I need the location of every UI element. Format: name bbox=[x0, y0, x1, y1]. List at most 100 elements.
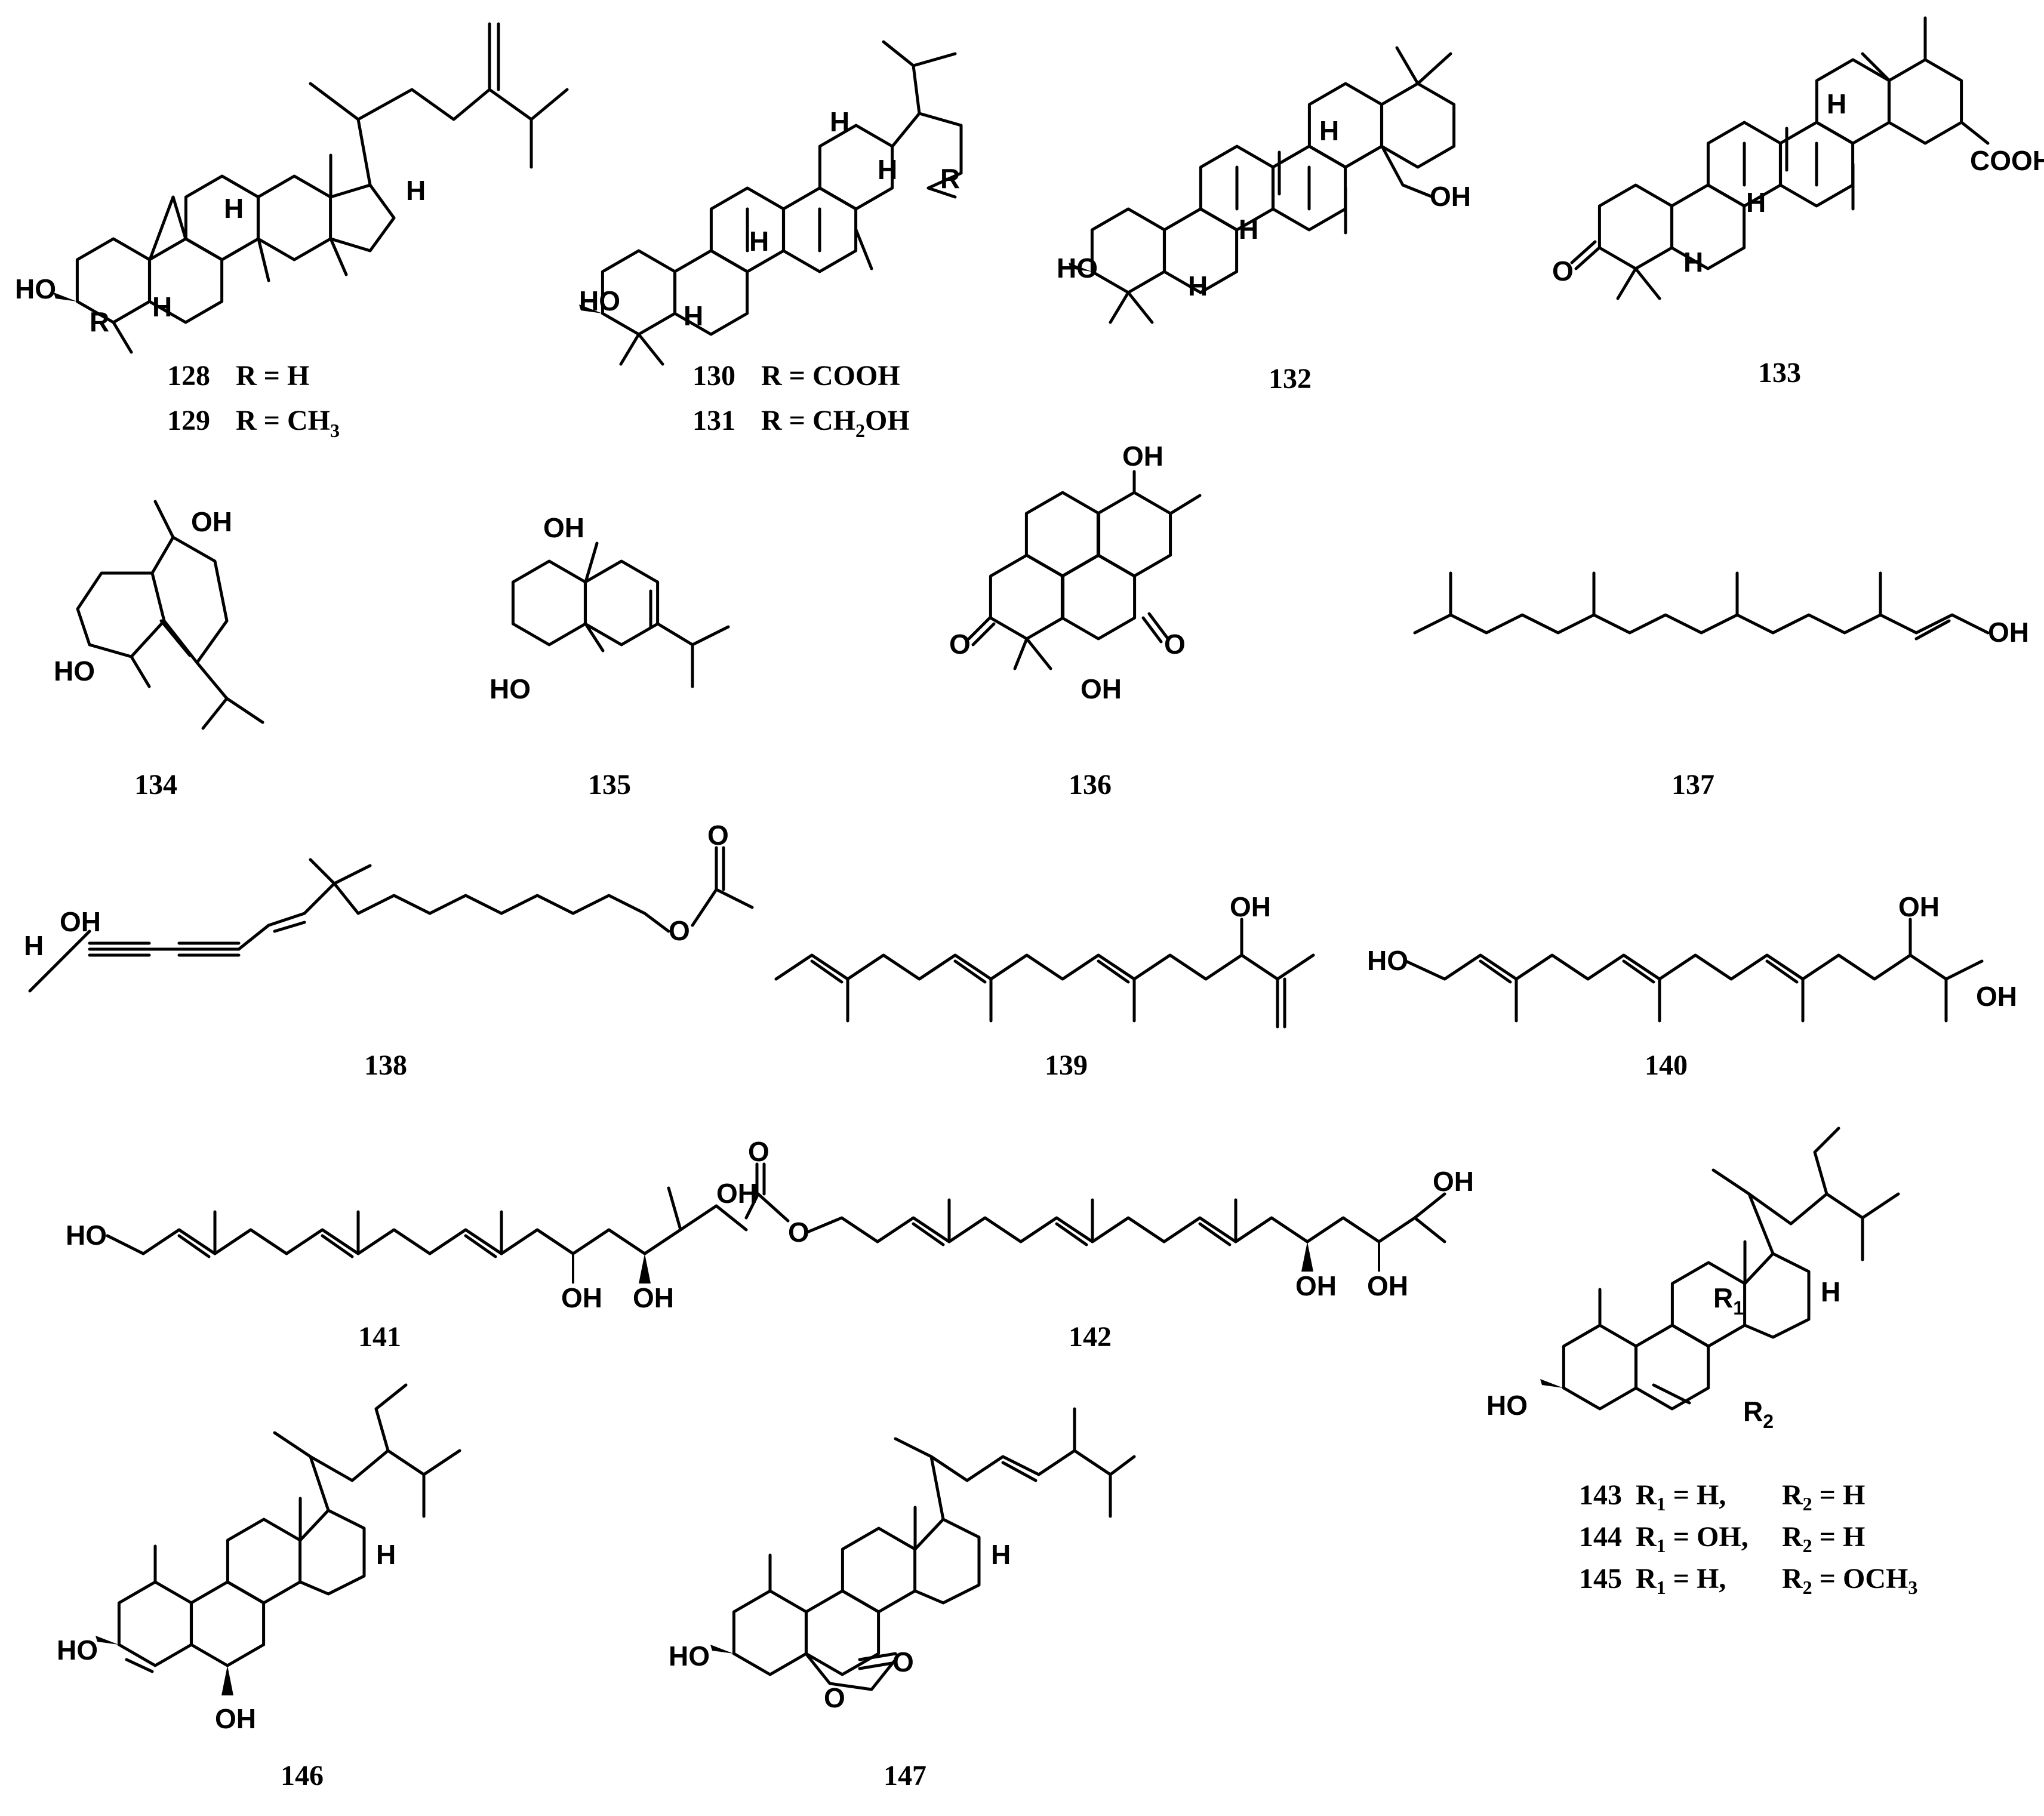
compound-number: 131 bbox=[692, 405, 735, 436]
structure-128-129: HO H H H R bbox=[15, 22, 569, 354]
oh-label: OH bbox=[1898, 891, 1940, 922]
ho-label: HO bbox=[57, 1635, 98, 1666]
structure-135: OH HO bbox=[490, 512, 730, 704]
o-label: O bbox=[669, 915, 690, 946]
o-label: O bbox=[788, 1217, 809, 1248]
compound-number: 128 bbox=[167, 360, 210, 392]
r-definition: R = H bbox=[236, 360, 309, 392]
o-label: O bbox=[892, 1646, 914, 1678]
compound-number: 139 bbox=[1045, 1049, 1088, 1081]
structure-146: HO OH H bbox=[57, 1383, 461, 1734]
o-label: O bbox=[748, 1136, 769, 1167]
oh-label: OH bbox=[716, 1178, 758, 1209]
h-label: H bbox=[1239, 214, 1258, 245]
ho-label: HO bbox=[1367, 945, 1408, 976]
o-label: O bbox=[824, 1682, 845, 1713]
r2-label: R2 bbox=[1743, 1396, 1774, 1432]
h-label: H bbox=[991, 1539, 1011, 1570]
compound-number: 133 bbox=[1758, 357, 1801, 389]
oh-label: OH bbox=[561, 1282, 602, 1313]
oh-label: OH bbox=[633, 1282, 674, 1313]
o-label: O bbox=[949, 629, 971, 660]
h-label: H bbox=[406, 175, 426, 206]
oh-label: OH bbox=[1081, 673, 1122, 704]
ho-label: HO bbox=[1057, 253, 1098, 284]
structure-130-131: HO H H H H R bbox=[579, 40, 963, 366]
ho-label: HO bbox=[15, 273, 56, 304]
compound-number: 135 bbox=[588, 769, 631, 801]
compound-number: 143 bbox=[1579, 1479, 1622, 1511]
structure-143-145: HO H R1 R2 bbox=[1486, 1126, 1900, 1432]
compound-number: 132 bbox=[1269, 363, 1312, 395]
structure-136: OH O O OH bbox=[949, 441, 1202, 704]
r-definition: R2 = H bbox=[1782, 1521, 1865, 1556]
oh-label: OH bbox=[1988, 617, 2029, 648]
structure-132: HO OH H H H bbox=[1057, 46, 1471, 324]
structure-147: HO O O H bbox=[669, 1407, 1136, 1713]
compound-number: 134 bbox=[134, 769, 177, 801]
ho-label: HO bbox=[66, 1220, 107, 1251]
h-label: H bbox=[1188, 270, 1208, 301]
h-label: H bbox=[830, 106, 849, 137]
oh-label: OH bbox=[191, 506, 232, 537]
r-definition: R1 = H, bbox=[1636, 1479, 1726, 1515]
compound-number: 144 bbox=[1579, 1521, 1622, 1553]
compound-number: 140 bbox=[1645, 1049, 1688, 1081]
r-definition: R = CH3 bbox=[236, 405, 340, 441]
structure-140: HO OH OH bbox=[1367, 891, 2017, 1023]
h-label: H bbox=[1827, 88, 1846, 119]
h-label: H bbox=[1683, 247, 1703, 278]
ho-label: HO bbox=[490, 673, 531, 704]
compound-number: 142 bbox=[1069, 1321, 1112, 1353]
r-definition: R = CH2OH bbox=[761, 405, 910, 441]
structure-139: OH bbox=[774, 891, 1315, 1029]
oh-label: OH bbox=[1976, 981, 2017, 1012]
h-label: H bbox=[749, 226, 769, 257]
structure-141: HO OH OH OH bbox=[66, 1178, 758, 1313]
h-label: H bbox=[376, 1539, 396, 1570]
r-group-table: 143 R1 = H, R2 = H 144 R1 = OH, R2 = H 1… bbox=[1579, 1479, 1917, 1598]
h-label: H bbox=[878, 154, 897, 185]
o-label: O bbox=[1552, 256, 1574, 287]
structure-142: O O OH OH OH bbox=[744, 1136, 1474, 1301]
h-label: H bbox=[152, 291, 172, 322]
compound-number: 138 bbox=[364, 1049, 407, 1081]
compound-number: 129 bbox=[167, 405, 210, 436]
oh-label: OH bbox=[1122, 441, 1163, 472]
h-label: H bbox=[24, 930, 44, 961]
h-label: H bbox=[224, 193, 244, 224]
ho-label: HO bbox=[669, 1640, 710, 1672]
oh-label: OH bbox=[1430, 181, 1471, 212]
compound-number: 136 bbox=[1069, 769, 1112, 801]
compound-number: 147 bbox=[884, 1760, 926, 1792]
structure-137: OH bbox=[1413, 571, 2029, 648]
ho-label: HO bbox=[579, 285, 620, 316]
h-label: H bbox=[684, 300, 703, 331]
r-definition: R2 = OCH3 bbox=[1782, 1563, 1917, 1598]
h-label: H bbox=[1821, 1276, 1840, 1307]
structure-138: OH H O O bbox=[24, 820, 754, 993]
oh-label: OH bbox=[1367, 1270, 1408, 1301]
ho-label: HO bbox=[54, 655, 95, 687]
oh-label: OH bbox=[60, 906, 101, 937]
o-label: O bbox=[1164, 629, 1186, 660]
ho-label: HO bbox=[1486, 1390, 1528, 1421]
compound-number: 137 bbox=[1671, 769, 1714, 801]
h-label: H bbox=[1319, 115, 1339, 146]
r-definition: R1 = H, bbox=[1636, 1563, 1726, 1598]
r1-label: R1 bbox=[1713, 1282, 1744, 1319]
compound-number: 146 bbox=[281, 1760, 324, 1792]
r-definition: R = COOH bbox=[761, 360, 900, 392]
o-label: O bbox=[707, 820, 729, 851]
r-definition: R2 = H bbox=[1782, 1479, 1865, 1515]
oh-label: OH bbox=[1295, 1270, 1337, 1301]
compound-number: 145 bbox=[1579, 1563, 1622, 1595]
oh-label: OH bbox=[1433, 1166, 1474, 1197]
cooh-label: COOH bbox=[1970, 145, 2044, 176]
oh-label: OH bbox=[1230, 891, 1271, 922]
h-label: H bbox=[1746, 187, 1766, 218]
compound-number: 141 bbox=[358, 1321, 401, 1353]
r-label: R bbox=[940, 163, 960, 194]
oh-label: OH bbox=[215, 1703, 256, 1734]
